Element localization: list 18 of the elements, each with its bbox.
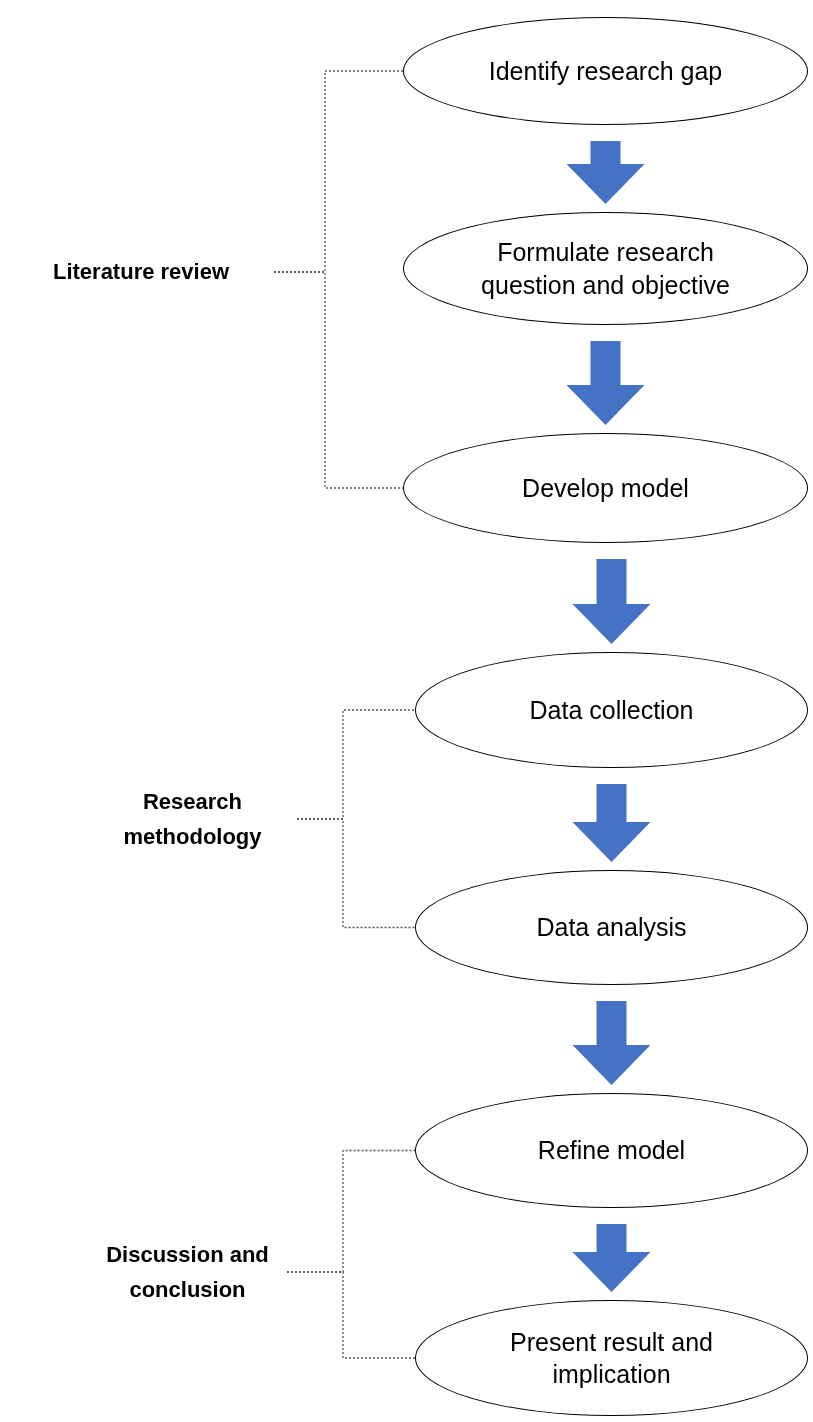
block-arrow: [566, 341, 645, 425]
step-text: Data analysis: [536, 912, 687, 944]
step-text: Identify research gap: [488, 55, 723, 87]
block-arrow: [566, 141, 645, 204]
block-arrow: [572, 559, 651, 644]
phase-label: Literature review: [10, 256, 272, 288]
step-text: Develop model: [522, 472, 689, 504]
block-arrow: [572, 1224, 651, 1292]
block-arrow: [572, 1001, 651, 1085]
leader-line: [296, 818, 416, 929]
step-text: Refine model: [537, 1135, 686, 1167]
phase-label: Discussion and conclusion: [90, 1218, 285, 1326]
leader-line: [286, 1271, 416, 1359]
block-arrow: [572, 784, 651, 862]
step-text: Present result and implication: [509, 1326, 714, 1390]
step-text: Formulate research question and objective: [480, 237, 731, 301]
step-text: Data collection: [529, 694, 694, 726]
phase-label: Research methodology: [90, 786, 295, 852]
